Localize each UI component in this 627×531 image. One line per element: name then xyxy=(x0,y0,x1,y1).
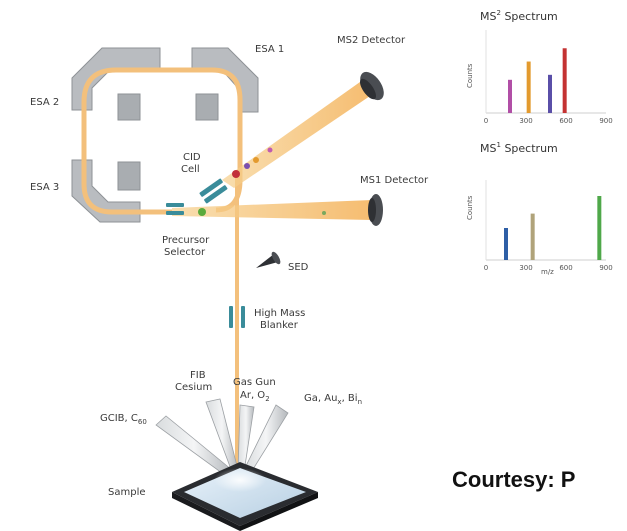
chart-title: MS1 Spectrum xyxy=(480,141,558,155)
ms1-spectrum-chart: MS1 Spectrum Counts m/z 0 300 600 900 xyxy=(466,141,613,276)
esa-inner-plate-top-left xyxy=(117,93,141,121)
ga-sub-x: x xyxy=(337,398,341,406)
ms1-beam xyxy=(172,200,372,220)
x-tick-label: 300 xyxy=(519,264,532,272)
label-cid-cell-line1: CID xyxy=(183,152,201,163)
ms2-detector xyxy=(359,71,384,101)
ion-guns xyxy=(155,398,289,477)
esa-inner-plate-top-right xyxy=(195,93,219,121)
chart-title: MS2 Spectrum xyxy=(480,9,558,23)
ms2-detector-face xyxy=(359,78,377,100)
purple-particle xyxy=(244,163,250,169)
ga-au-text: Ga, Au xyxy=(304,393,337,404)
ga-bi-text: , Bi xyxy=(342,393,358,404)
y-axis-label: Counts xyxy=(466,63,474,88)
x-axis-label: m/z xyxy=(541,268,554,276)
blanker-plate-2 xyxy=(241,306,245,328)
spectrum-bar xyxy=(530,213,535,260)
chart-title-sup: 2 xyxy=(496,9,500,17)
sample-glow xyxy=(214,468,266,492)
sample-stage xyxy=(172,462,318,531)
precursor-plate-1 xyxy=(166,203,184,207)
chart-title-ms: MS xyxy=(480,10,496,23)
label-precursor-line2: Selector xyxy=(164,247,206,258)
spectrum-bar xyxy=(597,196,602,260)
spectrum-bar xyxy=(508,79,512,113)
sed-detector xyxy=(256,251,281,268)
sample-base-side xyxy=(172,492,240,531)
high-mass-blanker xyxy=(229,306,245,328)
green-particle xyxy=(198,208,206,216)
label-fib-line1: FIB xyxy=(190,370,206,381)
label-ms1-detector: MS1 Detector xyxy=(360,175,429,186)
label-esa1: ESA 1 xyxy=(255,44,284,55)
chart-title-ms: MS xyxy=(480,142,496,155)
pink-particle xyxy=(267,147,273,153)
gas-gun-ar-o: Ar, O xyxy=(240,390,265,401)
esa-inner-plate-bottom-left xyxy=(117,161,141,191)
label-esa2: ESA 2 xyxy=(30,97,59,108)
y-axis-label: Counts xyxy=(466,195,474,220)
label-esa3: ESA 3 xyxy=(30,182,59,193)
label-gcib: GCIB, C60 xyxy=(100,413,147,426)
x-tick-label: 900 xyxy=(599,264,612,272)
cid-cell-plate-1 xyxy=(199,178,223,197)
x-tick-label: 600 xyxy=(559,264,572,272)
precursor-plate-2 xyxy=(166,211,184,215)
label-sed: SED xyxy=(288,262,309,273)
gcib-sub: 60 xyxy=(138,418,147,426)
sed-face xyxy=(271,251,281,265)
label-blanker-line2: Blanker xyxy=(260,320,299,331)
blanker-plate-1 xyxy=(229,306,233,328)
ms1-beam-particle xyxy=(322,211,326,215)
label-sample: Sample xyxy=(108,487,146,498)
courtesy-text: Courtesy: P xyxy=(452,467,576,492)
cid-cell-plate-2 xyxy=(204,185,228,204)
chart-title-rest: Spectrum xyxy=(501,10,558,23)
chart-marks: 0 300 600 900 xyxy=(484,30,613,125)
gas-gun-sub: 2 xyxy=(265,395,269,403)
cid-cell-lens xyxy=(199,178,228,204)
ms1-detector xyxy=(368,194,383,226)
x-tick-label: 600 xyxy=(559,117,572,125)
label-blanker-line1: High Mass xyxy=(254,308,305,319)
x-tick-label: 0 xyxy=(484,117,488,125)
ms2-beam xyxy=(222,82,370,188)
label-ms2-detector: MS2 Detector xyxy=(337,35,406,46)
label-gas-gun-line2: Ar, O2 xyxy=(240,390,270,403)
label-ga-au-bi: Ga, Aux, Bin xyxy=(304,393,362,406)
chart-marks: 0 300 600 900 xyxy=(484,180,613,272)
label-precursor-line1: Precursor xyxy=(162,235,210,246)
x-tick-label: 0 xyxy=(484,264,488,272)
chart-title-rest: Spectrum xyxy=(501,142,558,155)
gcib-text: GCIB, C xyxy=(100,413,138,424)
orange-particle xyxy=(253,157,259,163)
x-tick-label: 300 xyxy=(519,117,532,125)
spectrum-bar xyxy=(526,61,531,113)
precursor-selector-lens xyxy=(166,203,184,215)
label-cid-cell-line2: Cell xyxy=(181,164,200,175)
label-fib-line2: Cesium xyxy=(175,382,212,393)
chart-title-sup: 1 xyxy=(496,141,500,149)
label-gas-gun-line1: Gas Gun xyxy=(233,377,276,388)
x-tick-label: 900 xyxy=(599,117,612,125)
spectrum-bar xyxy=(548,74,552,113)
spectrum-bar xyxy=(562,48,567,114)
ga-sub-n: n xyxy=(358,398,362,406)
spectrum-bar xyxy=(504,228,508,260)
ms1-detector-face xyxy=(368,198,376,222)
sample-base-side-right xyxy=(240,492,318,531)
red-particle xyxy=(232,170,240,178)
ms2-spectrum-chart: MS2 Spectrum Counts 0 300 600 900 xyxy=(466,9,613,125)
